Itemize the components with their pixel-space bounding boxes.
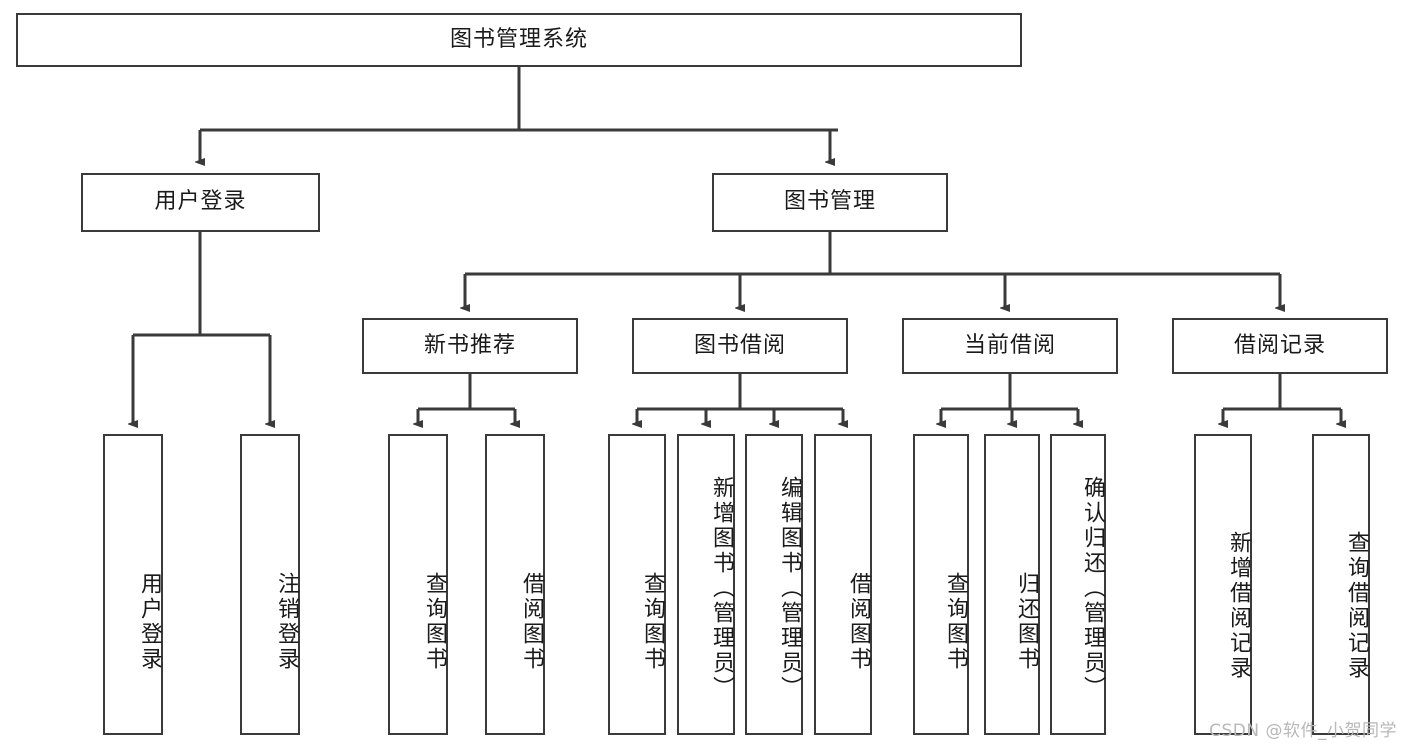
node-current-borrow[interactable]: 当前借阅	[902, 318, 1118, 374]
leaf-query-book-current[interactable]: 查询图书	[913, 434, 969, 735]
node-book-manage[interactable]: 图书管理	[712, 173, 948, 232]
leaf-query-book-borrow[interactable]: 查询图书	[608, 434, 666, 735]
leaf-user-logout[interactable]: 注销登录	[240, 434, 300, 735]
leaf-user-login[interactable]: 用户登录	[103, 434, 163, 735]
leaf-return-book[interactable]: 归还图书	[984, 434, 1040, 735]
node-book-borrow[interactable]: 图书借阅	[632, 318, 848, 374]
leaf-add-book-admin[interactable]: 新增图书（管理员）	[677, 434, 735, 735]
node-borrow-record[interactable]: 借阅记录	[1172, 318, 1388, 374]
leaf-query-book-recommend[interactable]: 查询图书	[388, 434, 448, 735]
leaf-add-borrow-record[interactable]: 新增借阅记录	[1194, 434, 1252, 735]
leaf-confirm-return-admin[interactable]: 确认归还（管理员）	[1050, 434, 1106, 735]
node-root[interactable]: 图书管理系统	[16, 13, 1022, 67]
leaf-edit-book-admin[interactable]: 编辑图书（管理员）	[745, 434, 803, 735]
watermark: CSDN @软件_小贺同学	[1209, 721, 1397, 741]
leaf-borrow-book-recommend[interactable]: 借阅图书	[485, 434, 545, 735]
node-user-login[interactable]: 用户登录	[81, 173, 320, 232]
leaf-borrow-book-borrow[interactable]: 借阅图书	[814, 434, 872, 735]
leaf-query-borrow-record[interactable]: 查询借阅记录	[1312, 434, 1370, 735]
node-new-book-recommend[interactable]: 新书推荐	[362, 318, 578, 374]
